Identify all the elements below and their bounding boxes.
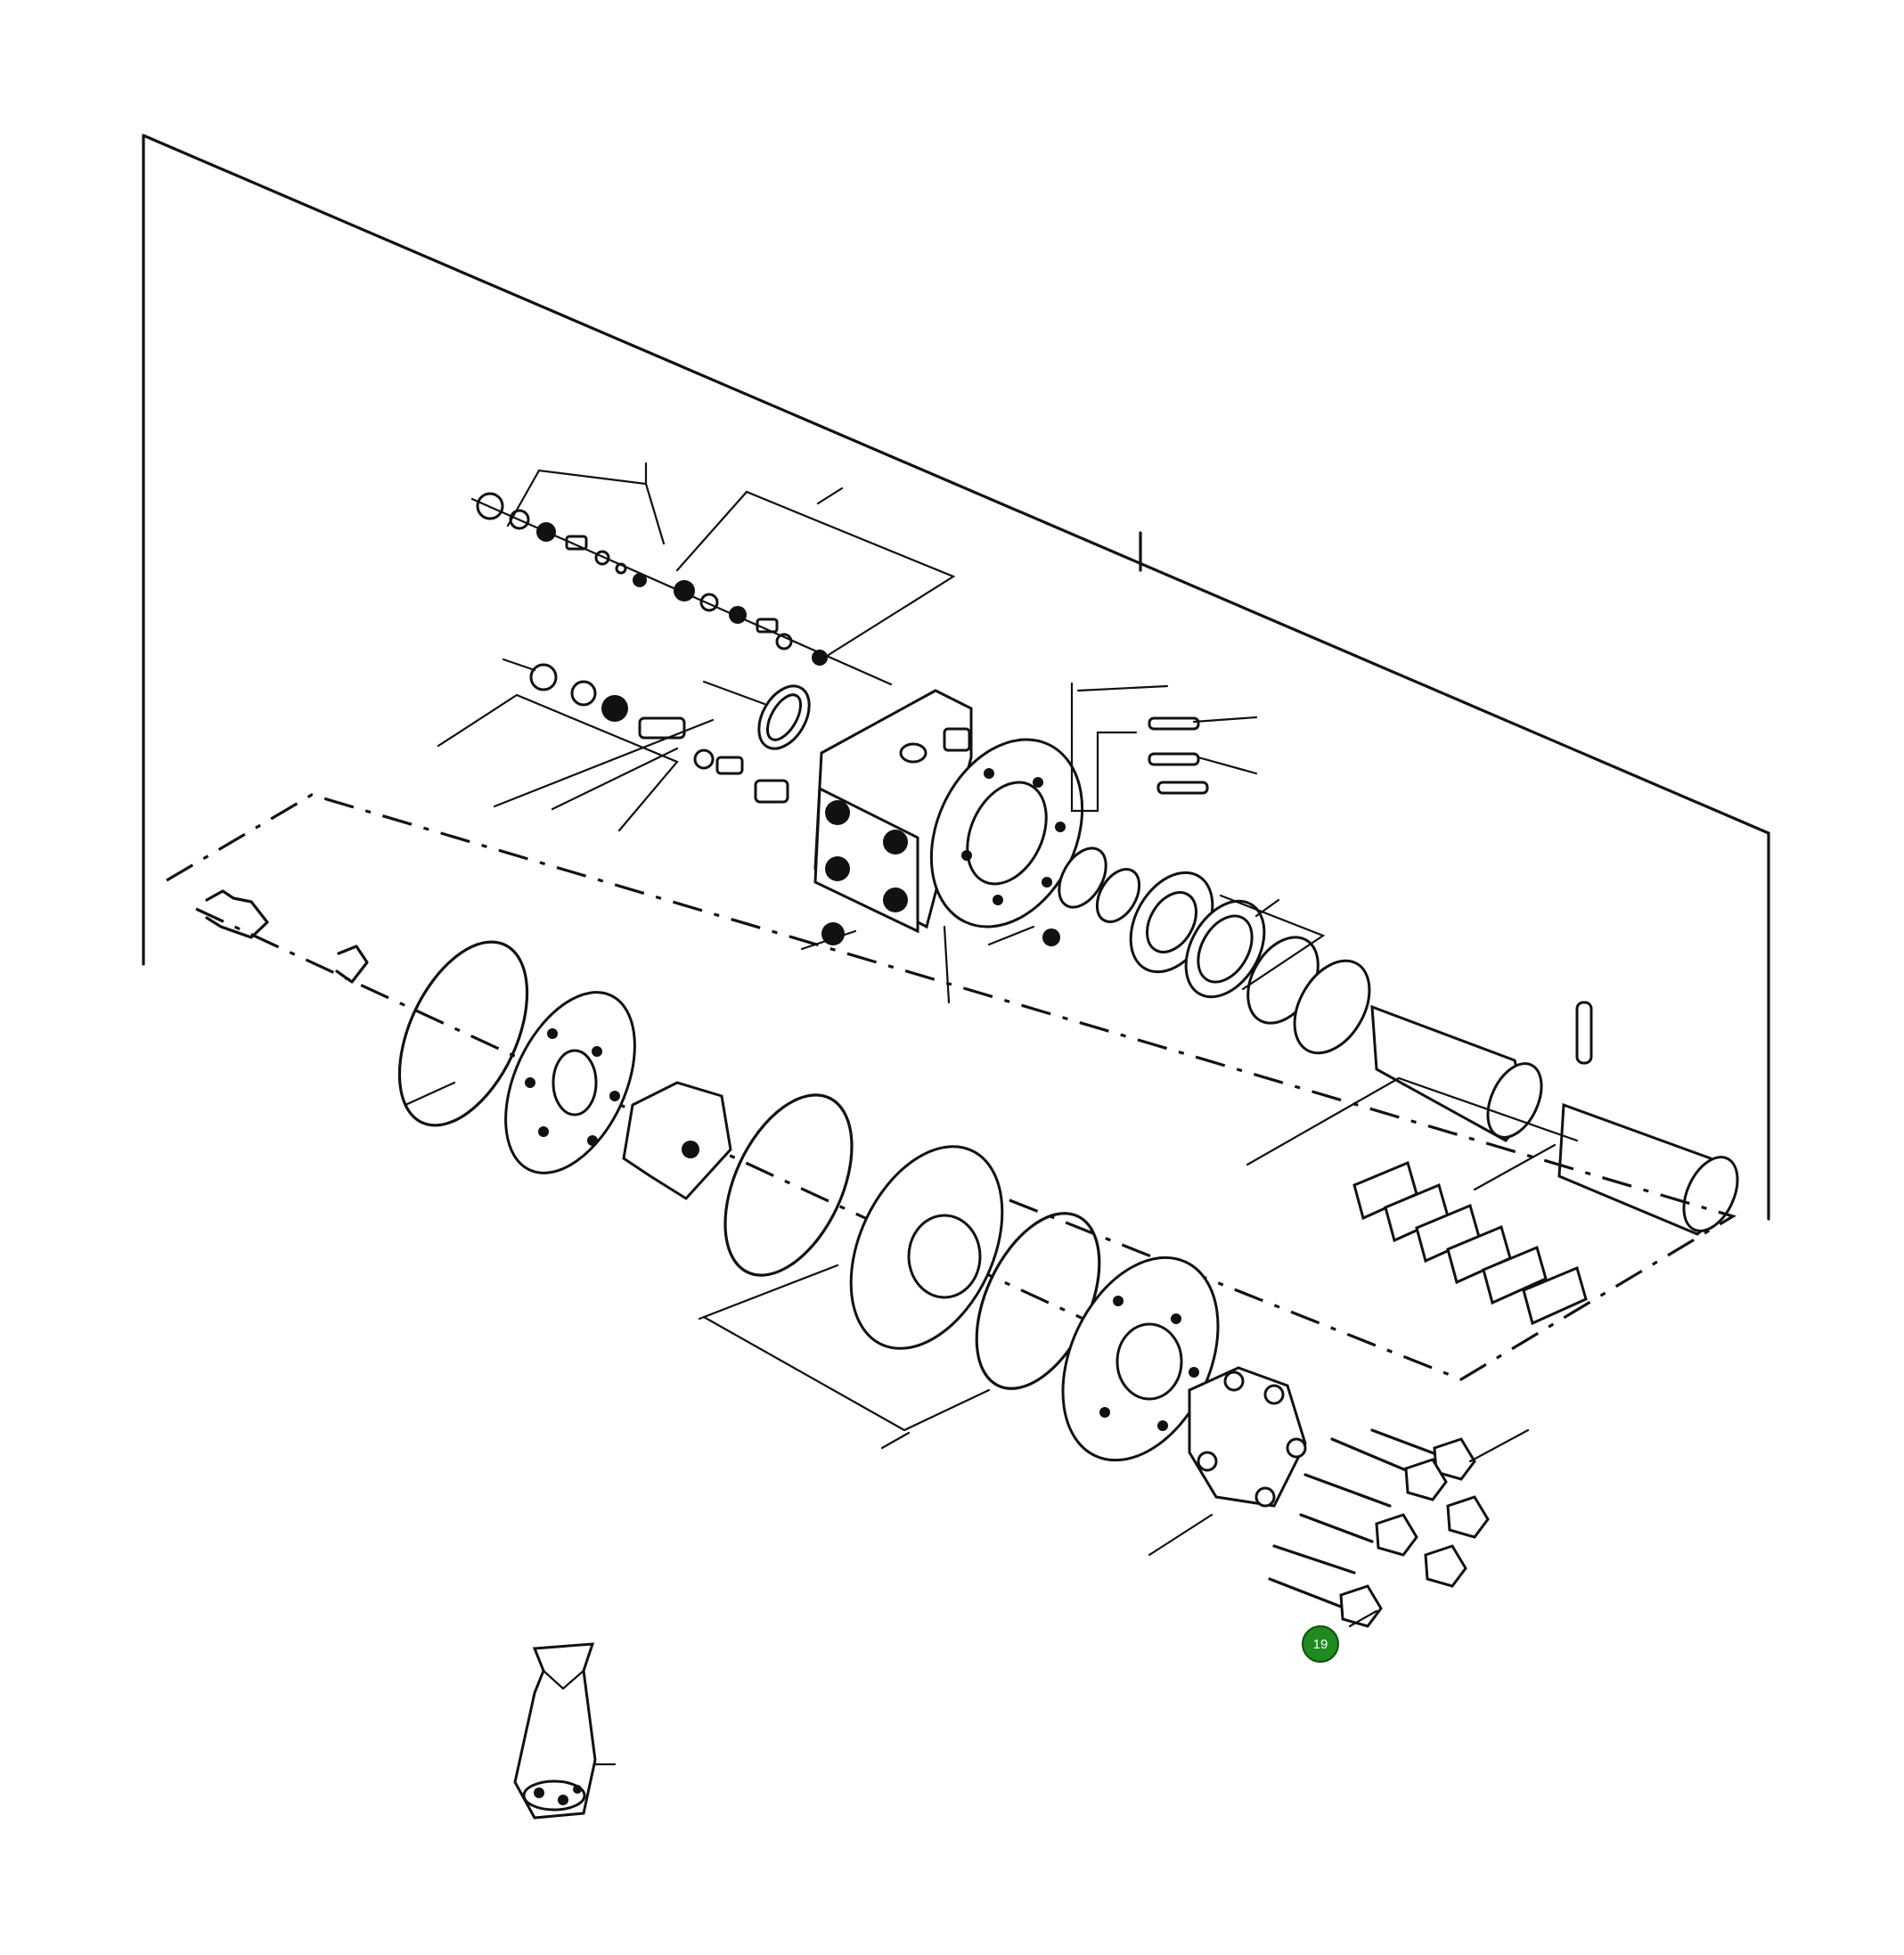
- port-fitting: [800, 922, 1060, 951]
- relief-valve-group-top: [470, 462, 956, 686]
- seal-ring: [702, 680, 811, 750]
- spring-pins: [1070, 682, 1258, 813]
- hotspot-19-label: 19: [1313, 1637, 1328, 1652]
- cap-screws: [1268, 1428, 1530, 1628]
- seal-kit-bag: [513, 1642, 617, 1820]
- gerotor-row: [397, 940, 1307, 1557]
- bearing-stack: [1058, 847, 1371, 1055]
- drive-coupling: [205, 889, 369, 984]
- check-valve-group: [437, 658, 789, 832]
- assembly-frame: [142, 134, 1770, 1221]
- valve-housing: [813, 689, 1084, 1004]
- centering-springs: [1352, 1160, 1588, 1326]
- hotspot-19-callout[interactable]: 19: [1302, 1625, 1339, 1663]
